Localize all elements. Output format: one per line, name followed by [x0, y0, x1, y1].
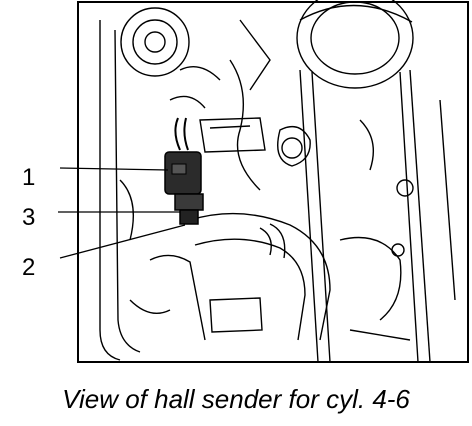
callout-3: 3: [22, 204, 36, 231]
figure-caption: View of hall sender for cyl. 4-6: [62, 384, 410, 414]
hall-sender: [164, 117, 204, 225]
illustration-frame: [77, 1, 469, 363]
engine-line-art: [99, 0, 456, 363]
callout-1: 1: [22, 164, 36, 191]
callout-2: 2: [22, 254, 36, 281]
leader-lines: [58, 167, 186, 259]
